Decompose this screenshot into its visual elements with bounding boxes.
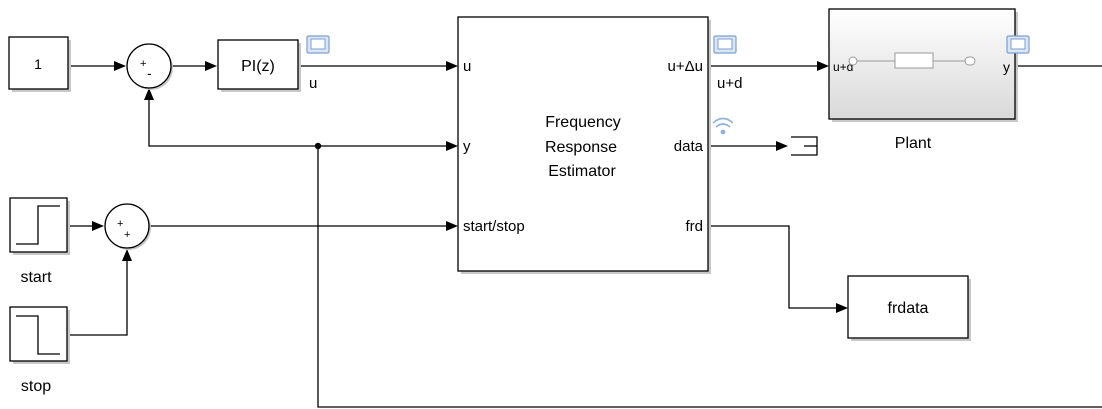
plant-label: Plant (895, 135, 932, 152)
sum1-plus-sign: + (140, 58, 146, 70)
ud-scope-icon[interactable] (713, 35, 737, 54)
arrowhead (446, 221, 458, 231)
estimator-port-data: data (674, 138, 704, 155)
arrowhead (776, 141, 788, 151)
sum1-minus-sign: - (147, 65, 152, 81)
sum-block-1[interactable]: + - (126, 43, 173, 90)
sum2-plus-sign-bottom: + (124, 229, 130, 241)
subsystem-preview-icon (848, 52, 976, 69)
plant-block[interactable]: u+d y (828, 8, 1018, 122)
wires (69, 61, 1102, 408)
estimator-title-line3: Estimator (548, 163, 616, 180)
plant-port-in: u+d (833, 60, 853, 74)
u-scope-icon[interactable] (306, 35, 330, 54)
arrowhead (836, 303, 848, 313)
y-scope-icon[interactable] (1006, 35, 1030, 54)
stop-step-block[interactable] (9, 306, 70, 364)
plant-port-out: y (1003, 59, 1010, 75)
estimator-title-line2: Response (545, 139, 617, 156)
step-up-icon (16, 205, 60, 245)
step-down-icon (16, 315, 60, 355)
frdata-label: frdata (888, 300, 929, 317)
estimator-port-u: u (463, 58, 471, 75)
arrowhead (144, 88, 154, 100)
wire-feedback-bottom[interactable] (317, 146, 1102, 408)
arrowhead (92, 221, 104, 231)
signal-label-ud: u+d (717, 75, 742, 92)
constant-value: 1 (34, 56, 42, 72)
signal-label-u: u (309, 75, 317, 92)
terminator-block[interactable] (791, 136, 818, 156)
wire-stop-to-sum2[interactable] (69, 261, 128, 336)
estimator-port-y: y (463, 138, 471, 155)
pi-controller-block[interactable]: PI(z) (217, 39, 301, 92)
arrowhead (122, 249, 132, 261)
arrowhead (446, 61, 458, 71)
arrowhead (817, 61, 829, 71)
arrowhead (114, 61, 126, 71)
wire-feedback-to-sum1[interactable] (148, 100, 318, 147)
branch-point (314, 142, 322, 150)
start-step-block[interactable] (9, 197, 70, 255)
estimator-port-udu: u+Δu (668, 58, 703, 75)
stop-label: stop (21, 378, 51, 395)
estimator-port-frd: frd (685, 218, 703, 235)
constant-block[interactable]: 1 (8, 36, 71, 92)
frequency-response-estimator-block[interactable]: Frequency Response Estimator u y start/s… (457, 16, 711, 274)
arrowhead (446, 141, 458, 151)
arrowhead (205, 61, 217, 71)
frdata-block[interactable]: frdata (847, 275, 971, 341)
pi-controller-label: PI(z) (241, 58, 275, 75)
estimator-port-startstop: start/stop (463, 218, 525, 235)
wire-frd-to-frdata[interactable] (710, 225, 836, 309)
wireless-icon[interactable] (712, 117, 734, 135)
sum2-plus-sign-top: + (117, 218, 123, 230)
sum-block-2[interactable]: + + (104, 203, 151, 250)
estimator-title-line1: Frequency (545, 114, 621, 131)
start-label: start (20, 269, 52, 286)
